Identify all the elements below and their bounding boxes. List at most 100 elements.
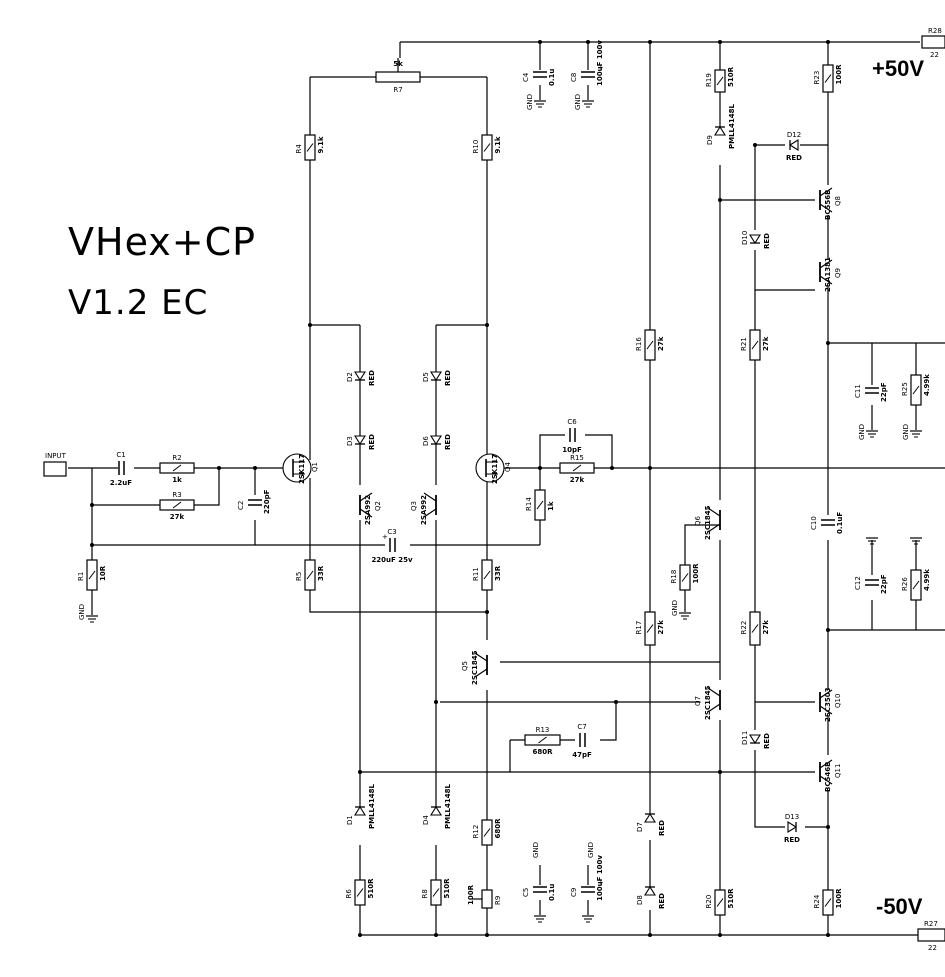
capacitor-ref-c10: C10: [810, 516, 818, 530]
positive-rail-label: +50V: [872, 56, 924, 81]
resistor-ref-r10: R10: [472, 140, 480, 154]
transistor-type-q8: BC556B: [824, 190, 832, 220]
ground-label: GND: [526, 94, 534, 110]
diode-d1: [354, 805, 366, 816]
transistor-ref-q11: Q11: [834, 764, 842, 778]
capacitor-value-c9: 100uF 100v: [596, 855, 604, 901]
capacitor-ref-c3: C3: [387, 528, 396, 536]
transistor-lead: [423, 492, 437, 502]
resistor-value-r8: 510R: [443, 878, 451, 899]
junction-dot: [358, 770, 362, 774]
transistor-type-q11: BC546B: [824, 762, 832, 792]
junction-dot: [308, 323, 312, 327]
transistor-lead: [707, 687, 721, 697]
diode-d10: [749, 234, 761, 245]
resistor-mark: [681, 573, 689, 582]
junction-dot: [217, 466, 221, 470]
capacitor-value-c6: 10pF: [562, 446, 582, 454]
resistor-value-r28: 22: [930, 51, 939, 59]
resistor-mark: [824, 74, 832, 83]
jfet-type-q1: 2SK117: [298, 454, 306, 484]
resistor-value-r17: 27k: [657, 620, 665, 635]
resistor-value-r12: 680R: [494, 818, 502, 839]
transistor-type-q9: 2SA1381: [824, 257, 832, 292]
resistor-value-r4: 9.1k: [317, 136, 325, 153]
capacitor-ref-c12: C12: [854, 576, 862, 590]
diode-d5: [430, 371, 442, 382]
transistor-type-q5: 2SC1845: [471, 650, 479, 685]
resistor-mark: [572, 464, 582, 472]
resistor-mark: [172, 464, 182, 472]
negative-rail-label: -50V: [876, 894, 923, 919]
capacitor-value-c7: 47pF: [572, 751, 592, 759]
resistor-ref-r2: R2: [172, 454, 181, 462]
capacitor-value-c8: 100uF 100v: [596, 40, 604, 86]
resistor-value-r15: 27k: [570, 476, 585, 484]
resistor-mark: [306, 570, 314, 580]
ground-label: GND: [858, 424, 866, 440]
transistor-lead: [819, 775, 833, 785]
jfet-type-q4: 2SK117: [491, 454, 499, 484]
junction-dot: [485, 933, 489, 937]
resistor-mark: [536, 500, 544, 510]
diode-value-d8: RED: [658, 893, 666, 909]
resistor-value-r1: 10R: [99, 565, 107, 581]
junction-dot: [538, 40, 542, 44]
input-connector: [43, 461, 67, 477]
junction-dot: [718, 40, 722, 44]
resistor-mark: [483, 143, 491, 152]
diode-d8: [644, 885, 656, 896]
transistor-lead: [819, 759, 833, 769]
capacitor-value-c12: 22pF: [880, 574, 888, 594]
transistor-lead: [359, 492, 373, 502]
resistor-ref-r28: R28: [928, 27, 942, 35]
potentiometer-r7: [375, 71, 421, 83]
resistor-mark: [88, 570, 96, 580]
diode-d3: [354, 435, 366, 446]
potentiometer-r9: [481, 889, 493, 909]
diode-value-d4: PMLL4148L: [444, 784, 452, 829]
junction-dot: [826, 341, 830, 345]
diode-value-d3: RED: [368, 434, 376, 450]
transistor-ref-q7: Q7: [694, 696, 702, 706]
jfet-ref-q4: Q4: [504, 461, 512, 472]
junction-dot: [753, 143, 757, 147]
junction-dot: [610, 466, 614, 470]
schematic-title: VHex+CP: [68, 220, 257, 264]
transistor-type-q2: 2SA992: [364, 495, 372, 525]
capacitor-ref-c7: C7: [577, 723, 586, 731]
diode-d9: [714, 125, 726, 136]
capacitor-value-c3: 220uF 25v: [371, 556, 413, 564]
resistor-mark: [356, 888, 364, 897]
diode-value-d12: RED: [786, 154, 802, 162]
jfet-q1: [282, 453, 312, 483]
transistor-ref-q3: Q3: [410, 501, 418, 511]
transistor-type-q10: 2SC3503: [824, 687, 832, 722]
capacitor-ref-c8: C8: [570, 73, 578, 82]
resistor-mark: [646, 340, 654, 350]
diode-d12: [788, 139, 799, 151]
diode-d13: [787, 821, 798, 833]
diode-value-d7: RED: [658, 820, 666, 836]
junction-dot: [90, 503, 94, 507]
diode-ref-d6: D6: [422, 436, 430, 446]
potentiometer-ref-r9: R9: [494, 896, 502, 905]
diode-ref-d1: D1: [346, 815, 354, 825]
junction-dot: [614, 700, 618, 704]
junction-dot: [538, 466, 542, 470]
resistor-value-r23: 100R: [835, 64, 843, 85]
transistor-lead: [359, 508, 373, 518]
capacitor-ref-c4: C4: [522, 72, 530, 82]
resistor-ref-r21: R21: [740, 337, 748, 351]
junction-dot: [485, 610, 489, 614]
resistor-mark: [172, 501, 182, 509]
capacitor-ref-c5: C5: [522, 888, 530, 897]
transistor-lead: [707, 703, 721, 713]
junction-dot: [586, 40, 590, 44]
junction-dot: [648, 933, 652, 937]
resistor-ref-r8: R8: [421, 889, 429, 898]
diode-d7: [644, 812, 656, 823]
resistor-ref-r23: R23: [813, 71, 821, 85]
wires: [68, 41, 945, 936]
